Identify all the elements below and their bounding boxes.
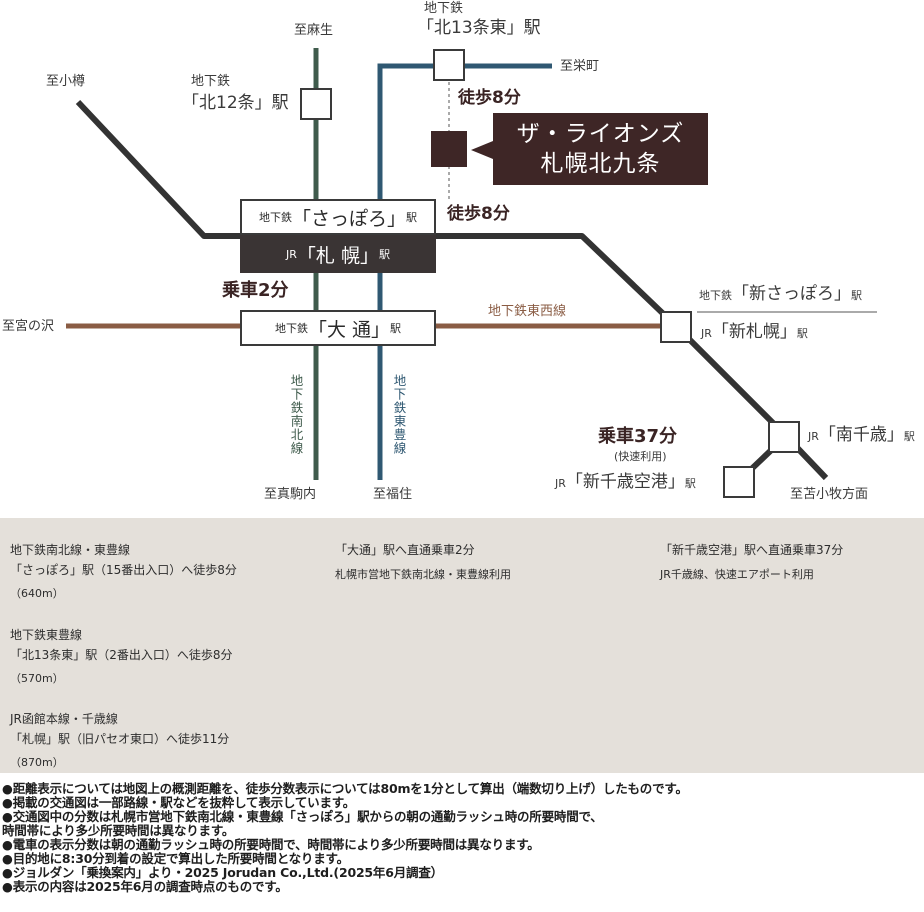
minamichitose-suffix: 駅 — [903, 430, 915, 443]
destination-pointer — [471, 141, 493, 159]
destination-label: ザ・ライオンズ 札幌北九条 — [493, 113, 708, 185]
walk-time-sapporo: 徒歩8分 — [447, 204, 510, 224]
odori-direct-detail: 札幌市営地下鉄南北線・東豊線利用 — [335, 568, 511, 581]
access-distance: （870m） — [10, 756, 64, 769]
route-map: 至麻生 至小樽 至栄町 至宮の沢 至真駒内 至福住 至苫小牧方面 地下鉄 「北1… — [2, 1, 915, 502]
shinchitose-label: JR「新千歳空港」駅 — [555, 474, 696, 491]
footnote: ●ジョルダン「乗換案内」より・2025 Jorudan Co.,Ltd.(202… — [2, 865, 443, 880]
shinsapporo-station-marker — [660, 311, 692, 343]
footnote: ●距離表示については地図上の概測距離を、徒歩分数表示については80mを1分として… — [2, 781, 688, 796]
footnotes: ●距離表示については地図上の概測距離を、徒歩分数表示については80mを1分として… — [2, 782, 922, 894]
direction-tomakomai: 至苫小牧方面 — [790, 487, 869, 502]
sapporo-jr-prefix: JR — [286, 247, 297, 261]
kita12-station-marker — [300, 88, 332, 120]
airport-direct-detail: JR千歳線、快速エアポート利用 — [660, 568, 814, 581]
direction-makomanai: 至真駒内 — [264, 487, 317, 502]
sapporo-subway-suffix: 駅 — [406, 211, 417, 224]
minamichitose-name: 「南千歳」 — [818, 425, 904, 445]
direction-fukuzumi: 至福住 — [373, 487, 413, 502]
kita13-station-marker — [433, 49, 465, 81]
footnote: ●掲載の交通図は一部路線・駅などを抜粋して表示しています。 — [2, 795, 356, 810]
access-line: 地下鉄東豊線 — [10, 628, 83, 642]
sapporo-subway-prefix: 地下鉄 — [258, 211, 292, 224]
ride-time-airport-note: (快速利用) — [614, 450, 667, 463]
access-info-panel: 地下鉄南北線・東豊線 「さっぽろ」駅（15番出入口）へ徒歩8分 （640m） 地… — [0, 518, 924, 773]
shinsapporo-subway-prefix: 地下鉄 — [699, 289, 732, 302]
shinsapporo-jr-label: JR「新札幌」駅 — [701, 324, 808, 341]
kita12-prefix: 地下鉄 — [191, 74, 231, 89]
shinsapporo-subway-suffix: 駅 — [851, 289, 862, 302]
destination-marker — [431, 131, 467, 167]
minamichitose-station-marker — [768, 421, 800, 453]
namboku-line-label: 地下鉄南北線 — [288, 374, 304, 455]
footnote: ●表示の内容は2025年6月の調査時点のものです。 — [2, 879, 288, 894]
shinsapporo-subway-name: 「新さっぽろ」 — [732, 284, 851, 304]
airport-direct-title: 「新千歳空港」駅へ直通乗車37分 — [660, 543, 844, 557]
sapporo-jr-suffix: 駅 — [378, 248, 390, 261]
odori-direct-title: 「大通」駅へ直通乗車2分 — [335, 543, 475, 557]
odori-prefix: 地下鉄 — [274, 322, 308, 335]
odori-name: 「大 通」 — [307, 318, 391, 341]
kita13-name: 「北13条東」駅 — [417, 18, 541, 38]
footnote: ●交通図中の分数は札幌市営地下鉄南北線・東豊線「さっぽろ」駅からの朝の通勤ラッシ… — [2, 809, 603, 824]
minamichitose-label: JR「南千歳」駅 — [808, 427, 915, 444]
direction-sakaemachi: 至栄町 — [560, 59, 600, 74]
direction-otaru: 至小樽 — [46, 74, 86, 89]
access-line: JR函館本線・千歳線 — [10, 712, 118, 726]
odori-suffix: 駅 — [390, 322, 402, 335]
access-detail: 「札幌」駅（旧パセオ東口）へ徒歩11分 — [10, 732, 230, 746]
access-distance: （570m） — [10, 672, 64, 685]
shinsapporo-jr-name: 「新札幌」 — [711, 322, 797, 342]
sapporo-jr-station: JR 「札 幌」 駅 — [240, 235, 436, 273]
toho-line-label: 地下鉄東豊線 — [391, 374, 407, 455]
kita12-name: 「北12条」駅 — [182, 93, 289, 113]
destination-line2: 札幌北九条 — [540, 151, 661, 177]
direction-miyanosawa: 至宮の沢 — [2, 319, 55, 334]
ride-time-airport: 乗車37分 — [598, 426, 678, 447]
footnote: ●電車の表示分数は朝の通勤ラッシュ時の所要時間で、時間帯により多少所要時間は異な… — [2, 837, 540, 852]
access-distance: （640m） — [10, 587, 64, 600]
sapporo-jr-name: 「札 幌」 — [296, 244, 379, 267]
access-line: 地下鉄南北線・東豊線 — [10, 543, 131, 557]
shinsapporo-subway-label: 地下鉄「新さっぽろ」駅 — [699, 286, 862, 303]
shinchitose-station-marker — [723, 466, 755, 498]
walk-time-kita13: 徒歩8分 — [458, 88, 521, 108]
footnote: 時間帯により多少所要時間は異なります。 — [2, 823, 235, 838]
footnote: ●目的地に8:30分到着の設定で算出した所要時間となります。 — [2, 851, 349, 866]
ride-time-odori: 乗車2分 — [222, 280, 289, 301]
minamichitose-prefix: JR — [808, 430, 819, 443]
kita13-prefix: 地下鉄 — [424, 1, 464, 16]
sapporo-subway-name: 「さっぽろ」 — [291, 207, 406, 230]
access-detail: 「さっぽろ」駅（15番出入口）へ徒歩8分 — [10, 563, 237, 577]
direction-asabu: 至麻生 — [294, 23, 334, 38]
shinsapporo-jr-suffix: 駅 — [796, 327, 808, 340]
destination-line1: ザ・ライオンズ — [516, 121, 685, 147]
shinchitose-prefix: JR — [555, 477, 566, 490]
odori-station: 地下鉄 「大 通」 駅 — [240, 310, 436, 346]
shinchitose-name: 「新千歳空港」 — [565, 472, 685, 492]
tozai-line-label: 地下鉄東西線 — [488, 304, 567, 319]
shinchitose-suffix: 駅 — [684, 477, 696, 490]
shinsapporo-jr-prefix: JR — [701, 327, 712, 340]
sapporo-subway-station: 地下鉄 「さっぽろ」 駅 — [240, 199, 436, 235]
access-detail: 「北13条東」駅（2番出入口）へ徒歩8分 — [10, 648, 233, 662]
